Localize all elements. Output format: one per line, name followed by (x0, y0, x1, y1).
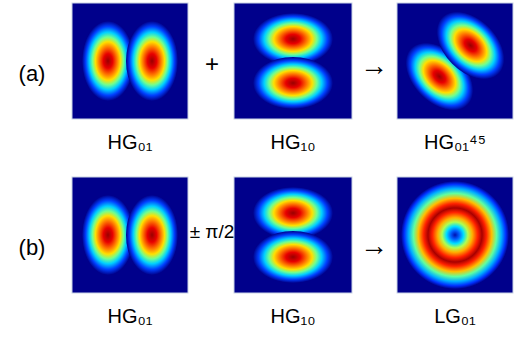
mode-caption: LG₀₁ (434, 305, 476, 327)
operator: → (360, 51, 388, 82)
hg01-45-image (393, 0, 517, 123)
mode-caption: HG₀₁ (107, 305, 152, 327)
hg10-image (234, 177, 352, 293)
hg01-image (72, 3, 188, 119)
operator: + (205, 51, 219, 77)
row-label: (a) (19, 62, 46, 86)
hg10-image (234, 3, 352, 119)
mode-caption: HG₁₀ (270, 305, 315, 327)
phase-label: ± π/2 (190, 222, 235, 243)
hg01-image (72, 177, 188, 293)
lg01-image (397, 177, 513, 293)
mode-caption: HG₀₁ (107, 131, 152, 153)
operator: → (360, 231, 388, 262)
row-label: (b) (19, 236, 46, 260)
mode-caption: HG₁₀ (270, 131, 315, 153)
mode-caption: HG₀₁⁴⁵ (424, 131, 486, 153)
